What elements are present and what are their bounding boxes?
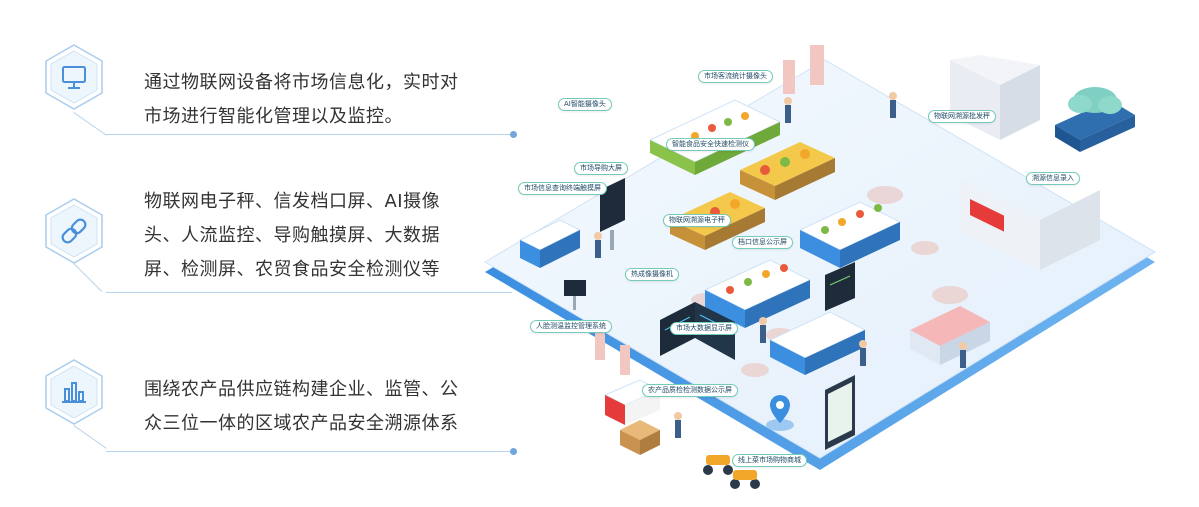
smart-market-illustration: 市场客流统计摄像头 AI智能摄像头 智能食品安全快速检测仪 物联网溯源批发秤 市… bbox=[480, 30, 1180, 500]
feature-monitoring: 通过物联网设备将市场信息化，实时对 市场进行智能化管理以及监控。 bbox=[40, 40, 520, 140]
produce-stall bbox=[798, 201, 902, 268]
feature-line: 众三位一体的区域农产品安全溯源体系 bbox=[144, 413, 459, 434]
label-face-temp-system: 人脸测温监控管理系统 bbox=[530, 320, 612, 333]
label-big-data-screen: 市场大数据显示屏 bbox=[670, 322, 738, 335]
label-info-query-screen: 市场信息查询终端触摸屏 bbox=[518, 182, 607, 195]
link-icon bbox=[40, 197, 108, 265]
produce-stall bbox=[703, 259, 812, 328]
label-thermal-camera: 热成像摄像机 bbox=[625, 268, 679, 281]
label-food-safety-detector: 智能食品安全快速检测仪 bbox=[666, 138, 755, 151]
label-produce-detection-screen: 农产品质检检测数据公示屏 bbox=[642, 384, 738, 397]
divider bbox=[106, 451, 512, 452]
divider bbox=[106, 292, 512, 293]
divider-dot bbox=[510, 448, 517, 455]
info-kiosk bbox=[518, 219, 582, 268]
mobile-phone bbox=[825, 375, 855, 450]
face-temp-terminal bbox=[564, 280, 586, 310]
divider-dot bbox=[510, 131, 517, 138]
label-stall-info-screen: 档口信息公示屏 bbox=[732, 236, 793, 249]
produce-stall bbox=[768, 311, 867, 375]
label-online-mall: 线上菜市场购物商城 bbox=[732, 454, 807, 467]
feature-line: 物联网电子秤、信发档口屏、AI摄像 bbox=[144, 191, 441, 212]
bar-chart-icon bbox=[40, 358, 108, 426]
monitor-icon bbox=[40, 43, 108, 111]
label-guide-screen: 市场导购大屏 bbox=[574, 162, 628, 175]
cloud-icon bbox=[1055, 87, 1135, 152]
scooter-icon bbox=[703, 455, 760, 489]
boxes bbox=[620, 420, 660, 455]
stall-screen bbox=[825, 262, 855, 311]
feature-text: 通过物联网设备将市场信息化，实时对 市场进行智能化管理以及监控。 bbox=[144, 66, 514, 134]
feature-line: 围绕农产品供应链构建企业、监管、公 bbox=[144, 379, 459, 400]
feature-line: 市场进行智能化管理以及监控。 bbox=[144, 106, 403, 127]
feature-devices: 物联网电子秤、信发档口屏、AI摄像 头、人流监控、导购触摸屏、大数据 屏、检测屏… bbox=[40, 185, 520, 295]
feature-line: 通过物联网设备将市场信息化，实时对 bbox=[144, 72, 459, 93]
feature-text: 围绕农产品供应链构建企业、监管、公 众三位一体的区域农产品安全溯源体系 bbox=[144, 373, 514, 441]
feature-text: 物联网电子秤、信发档口屏、AI摄像 头、人流监控、导购触摸屏、大数据 屏、检测屏… bbox=[144, 185, 514, 287]
divider bbox=[106, 134, 512, 135]
location-pin-icon bbox=[766, 395, 794, 431]
label-iot-price-board: 物联网溯源批发秤 bbox=[928, 110, 996, 123]
market-floor bbox=[484, 45, 1156, 489]
feature-line: 头、人流监控、导购触摸屏、大数据 bbox=[144, 225, 440, 246]
label-market-traffic-camera: 市场客流统计摄像头 bbox=[698, 70, 773, 83]
label-iot-scale: 物联网溯源电子秤 bbox=[663, 214, 731, 227]
feature-traceability: 围绕农产品供应链构建企业、监管、公 众三位一体的区域农产品安全溯源体系 bbox=[40, 355, 520, 455]
label-ai-camera: AI智能摄像头 bbox=[558, 98, 612, 111]
feature-line: 屏、检测屏、农贸食品安全检测仪等 bbox=[144, 259, 440, 280]
produce-stall bbox=[740, 142, 835, 200]
label-traceability-entry: 溯源信息录入 bbox=[1026, 172, 1080, 185]
